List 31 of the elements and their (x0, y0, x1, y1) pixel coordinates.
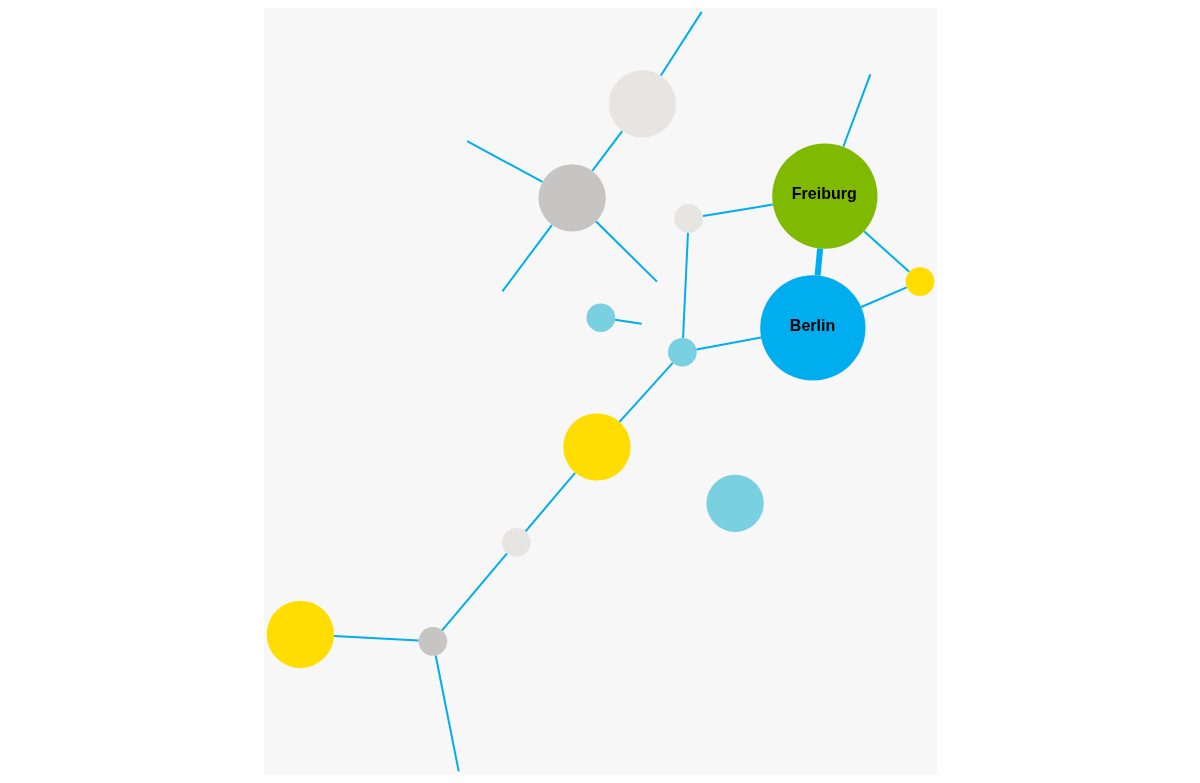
connector (841, 73, 871, 148)
node-circle (667, 337, 697, 367)
node-circle (905, 267, 934, 296)
connector (500, 224, 553, 293)
connector (618, 361, 674, 423)
node-circle (501, 528, 531, 557)
connector (659, 10, 703, 77)
node-circle (538, 164, 606, 232)
connector (613, 318, 643, 325)
connector (332, 635, 419, 642)
connector (862, 230, 910, 273)
node-circle (705, 474, 764, 532)
connector (591, 130, 623, 172)
connector (695, 336, 762, 351)
node-circle (608, 70, 676, 138)
node-circle (266, 600, 334, 668)
connector (434, 654, 460, 773)
connector (440, 552, 508, 632)
connector (465, 140, 543, 183)
connector (594, 220, 658, 283)
node-circle (586, 303, 615, 333)
connector (681, 231, 689, 339)
node-circle: Freiburg (771, 143, 877, 249)
node-circle (673, 204, 703, 233)
connector (524, 471, 576, 533)
node-circle (562, 413, 631, 481)
connector (859, 286, 908, 309)
node-circle: Berlin (759, 275, 865, 381)
connector (814, 248, 823, 276)
connector (701, 203, 774, 218)
node-circle (418, 627, 447, 656)
